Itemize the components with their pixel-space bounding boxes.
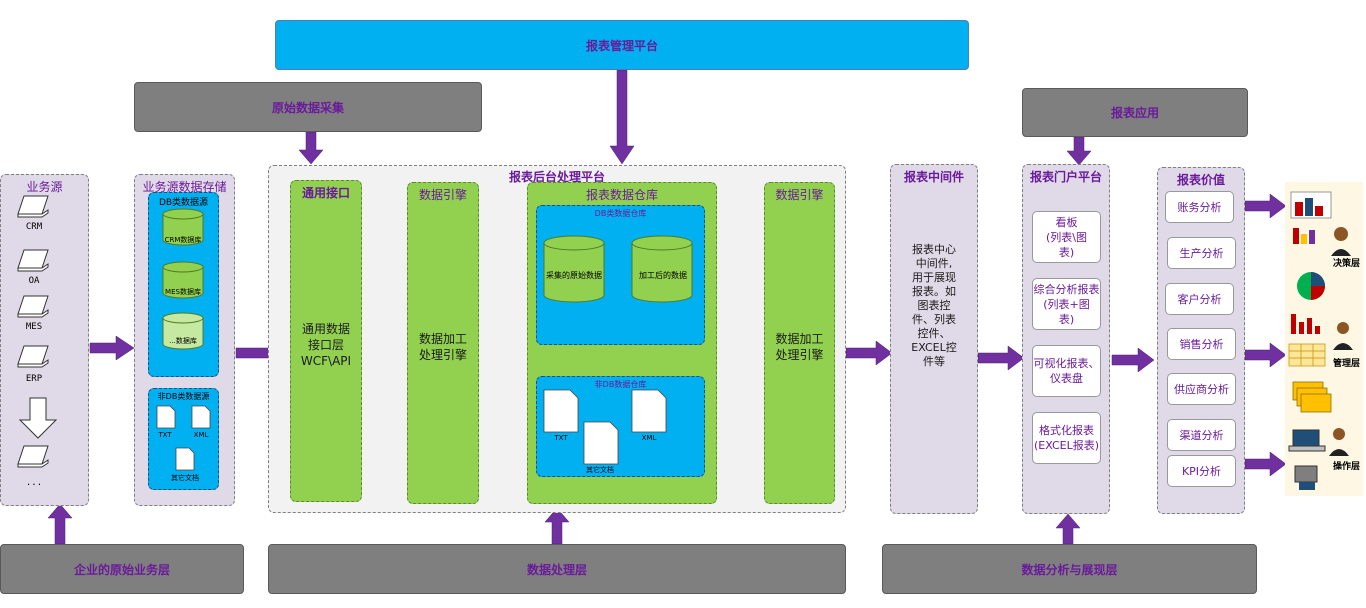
warehouse-doc-icons	[543, 389, 667, 465]
backend-platform-title: 报表后台处理平台	[508, 170, 605, 184]
interface-title: 通用接口	[301, 186, 350, 200]
value-title: 报表价值	[1176, 173, 1225, 187]
db-more: ...数据库	[169, 337, 197, 345]
nondb-source-title: 非DB类数据源	[157, 392, 210, 401]
source-crm: CRM	[25, 222, 43, 232]
db-source-title: DB类数据源	[158, 198, 209, 208]
middleware-panel: 报表中间件 报表中心 中间件, 用于展现 报表。如 图表控 件、列表 控件、 E…	[890, 164, 978, 514]
layer-operation: 操作层	[1333, 462, 1361, 472]
arrow-value-to-operation	[1244, 451, 1287, 477]
arrow-mgmt-to-backend	[609, 69, 635, 165]
value-item-accounting[interactable]: 账务分析	[1165, 191, 1234, 223]
business-source-title: 业务源	[26, 180, 63, 194]
business-layer-bar: 企业的原始业务层	[0, 544, 244, 594]
nondb-txt: TXT	[158, 431, 172, 439]
arrow-business-up	[47, 503, 73, 545]
engine1-text: 数据加工 处理引擎	[418, 332, 467, 362]
3d-bar-chart-icon	[1293, 228, 1315, 244]
engine1-panel: 数据引擎 数据加工 处理引擎	[407, 182, 479, 504]
arrow-portal-to-value	[1111, 347, 1155, 373]
layer-decision: 决策层	[1333, 259, 1361, 269]
engine1-title: 数据引擎	[418, 188, 467, 202]
nondb-xml: XML	[193, 431, 209, 439]
layer-icons	[1288, 191, 1353, 490]
engine2-panel: 数据引擎 数据加工 处理引擎	[764, 182, 835, 504]
spreadsheet-icon	[1288, 343, 1326, 367]
value-item-sales[interactable]: 销售分析	[1167, 328, 1236, 360]
db-cylinders	[162, 208, 204, 350]
portal-item-dashboard[interactable]: 看板 (列表\图 表)	[1032, 211, 1101, 263]
management-platform-bar: 报表管理平台	[275, 20, 969, 70]
report-application-bar: 报表应用	[1022, 88, 1248, 137]
warehouse-title: 报表数据仓库	[585, 188, 658, 202]
down-arrow-icon	[18, 397, 58, 439]
arrow-processing-up	[544, 507, 570, 545]
analysis-layer-bar: 数据分析与展现层	[882, 544, 1257, 594]
source-erp: ERP	[25, 374, 43, 384]
raw-collection-bar: 原始数据采集	[134, 82, 482, 132]
portal-title: 报表门户平台	[1029, 170, 1102, 184]
value-item-customer[interactable]: 客户分析	[1165, 283, 1234, 315]
arrow-middleware-to-portal	[977, 345, 1025, 371]
nondb-other: 其它文档	[171, 474, 199, 482]
db-mes: MES数据库	[165, 288, 201, 296]
nondb-warehouse-title: 非DB数据仓库	[594, 380, 647, 389]
value-item-supplier[interactable]: 供应商分析	[1167, 373, 1236, 405]
bar-chart-icon	[1290, 191, 1332, 219]
warehouse-xml: XML	[641, 434, 657, 442]
desktop-icon	[1294, 465, 1318, 490]
red-bar-chart-icon	[1291, 314, 1320, 334]
arrow-app-to-portal	[1066, 136, 1092, 166]
pie-chart-icon	[1297, 272, 1325, 300]
source-oa: OA	[28, 276, 40, 286]
arrow-value-to-decision	[1244, 193, 1287, 219]
source-more: ...	[25, 478, 43, 488]
db-warehouse-title: DB类数据仓库	[594, 209, 647, 218]
portal-item-analysis[interactable]: 综合分析报表 (列表+图 表)	[1032, 278, 1101, 330]
interface-panel: 通用接口 通用数据 接口层 WCF\API	[290, 180, 362, 502]
db-crm: CRM数据库	[164, 236, 202, 244]
manager-person-icon	[1331, 227, 1351, 256]
engine2-text: 数据加工 处理引擎	[775, 332, 824, 362]
nondb-source-box: 非DB类数据源	[148, 388, 219, 490]
layer-management: 管理层	[1333, 359, 1361, 369]
portal-item-visual[interactable]: 可视化报表、 仪表盘	[1032, 345, 1101, 397]
laptop-icons	[17, 195, 58, 468]
warehouse-other: 其它文档	[586, 466, 614, 474]
engine2-title: 数据引擎	[775, 188, 824, 202]
folders-icon	[1292, 381, 1332, 413]
arrow-source-to-storage	[89, 335, 135, 361]
arrow-value-to-management	[1244, 342, 1287, 368]
arrow-collect-to-interface	[298, 131, 324, 165]
source-storage-title: 业务源数据存储	[142, 180, 227, 194]
arrow-analysis-up	[1055, 513, 1081, 545]
warehouse-cylinders	[543, 235, 693, 303]
manager-person2-icon	[1333, 322, 1353, 350]
computer-icon	[1288, 429, 1326, 452]
warehouse-raw-data: 采集的原始数据	[546, 271, 602, 280]
interface-text: 通用数据 接口层 WCF\API	[300, 322, 352, 368]
source-mes: MES	[25, 322, 43, 332]
value-item-production[interactable]: 生产分析	[1167, 237, 1236, 269]
nondb-doc-icons	[156, 405, 211, 471]
portal-item-formatted[interactable]: 格式化报表 (EXCEL报表)	[1032, 412, 1101, 464]
warehouse-txt: TXT	[554, 434, 568, 442]
arrow-platform-to-middleware	[845, 340, 893, 366]
middleware-text: 报表中心 中间件, 用于展现 报表。如 图表控 件、列表 控件、 EXCEL控 …	[911, 243, 957, 368]
warehouse-processed-data: 加工后的数据	[639, 271, 687, 280]
value-item-kpi[interactable]: KPI分析	[1167, 455, 1236, 487]
operator-person-icon	[1329, 428, 1349, 456]
middleware-title: 报表中间件	[903, 170, 964, 184]
value-item-channel[interactable]: 渠道分析	[1167, 419, 1236, 451]
processing-layer-bar: 数据处理层	[268, 544, 846, 594]
